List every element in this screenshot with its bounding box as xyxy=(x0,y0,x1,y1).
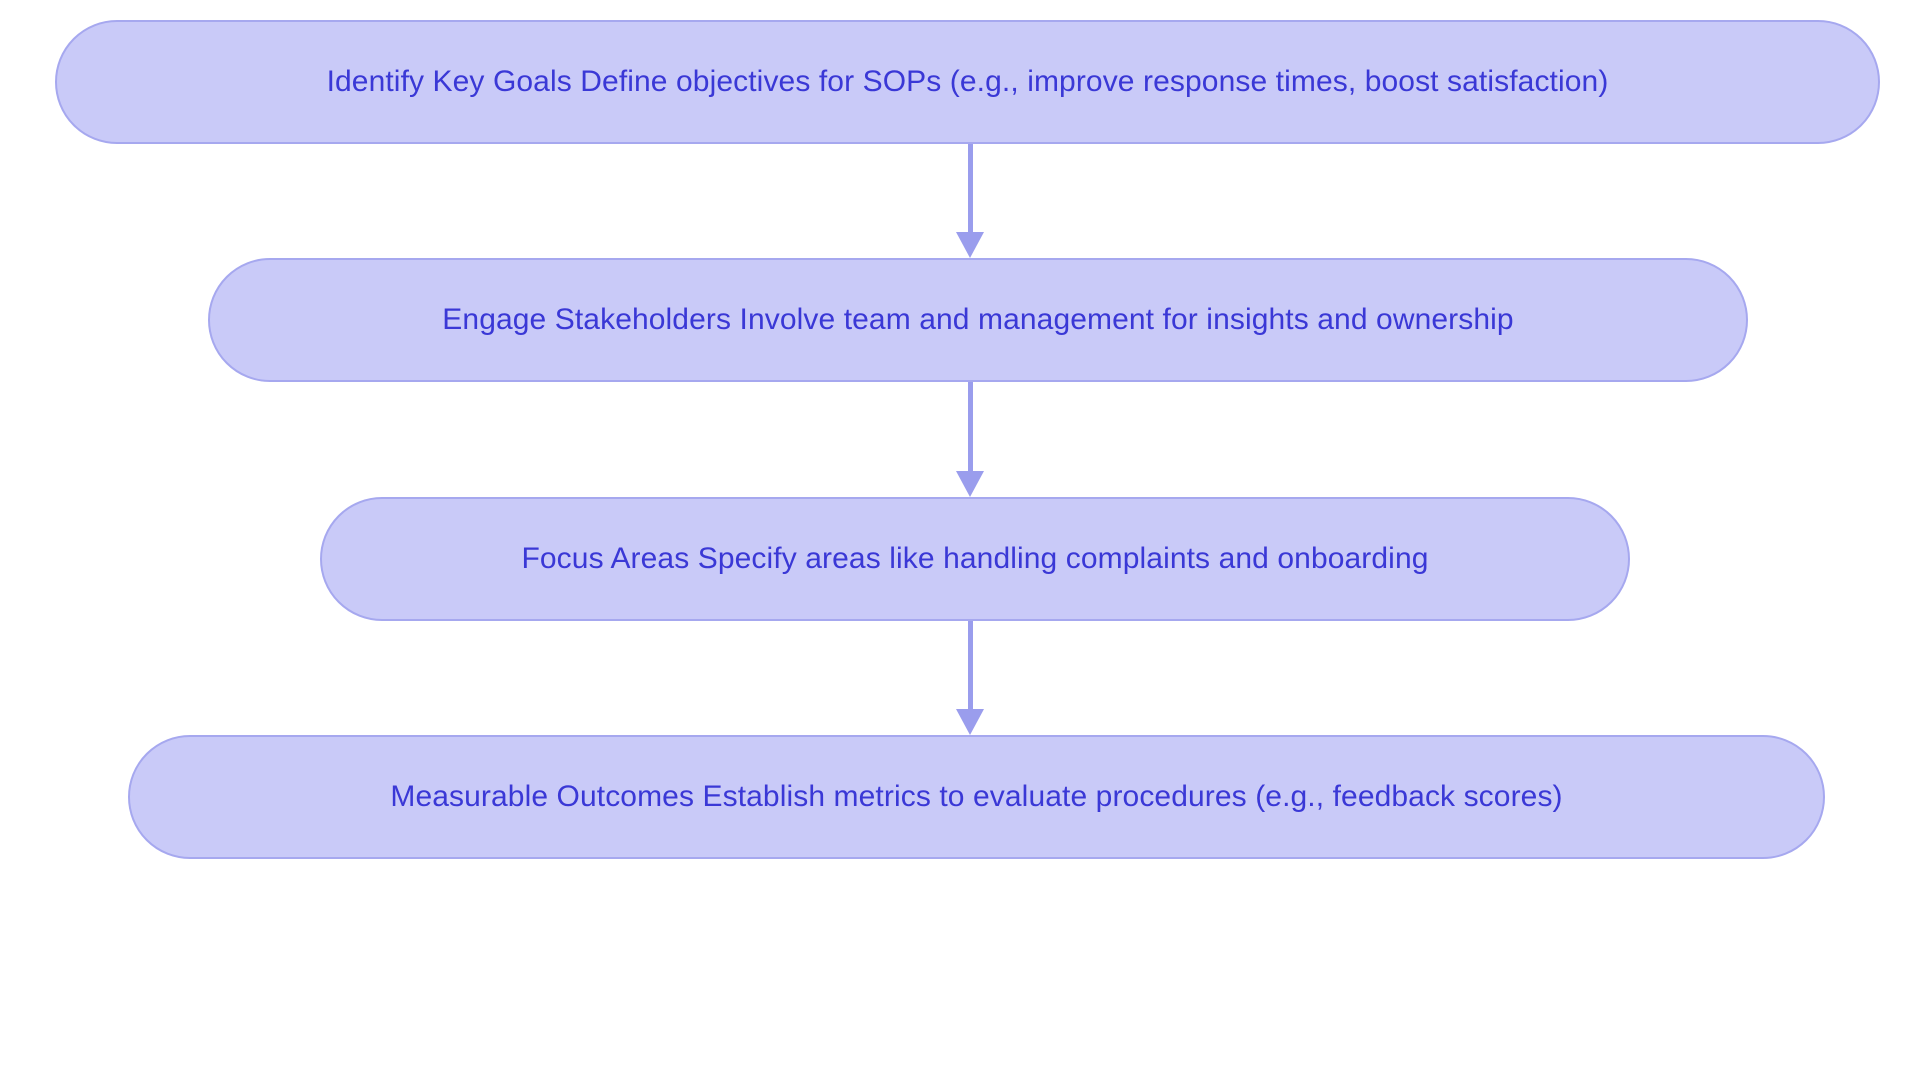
flowchart-node-engage-stakeholders[interactable]: Engage Stakeholders Involve team and man… xyxy=(208,258,1748,382)
flowchart-node-label: Focus Areas Specify areas like handling … xyxy=(521,542,1429,575)
arrow-down-icon xyxy=(956,232,984,258)
arrow-down-icon xyxy=(956,709,984,735)
connector-line xyxy=(968,144,973,232)
flowchart-node-label: Engage Stakeholders Involve team and man… xyxy=(442,303,1514,336)
flowchart-node-measurable-outcomes[interactable]: Measurable Outcomes Establish metrics to… xyxy=(128,735,1825,859)
flowchart-node-focus-areas[interactable]: Focus Areas Specify areas like handling … xyxy=(320,497,1630,621)
flowchart-node-label: Measurable Outcomes Establish metrics to… xyxy=(390,780,1563,813)
connector-line xyxy=(968,621,973,709)
connector-line xyxy=(968,382,973,471)
arrow-down-icon xyxy=(956,471,984,497)
flowchart-node-label: Identify Key Goals Define objectives for… xyxy=(326,65,1609,98)
flowchart-node-identify-key-goals[interactable]: Identify Key Goals Define objectives for… xyxy=(55,20,1880,144)
